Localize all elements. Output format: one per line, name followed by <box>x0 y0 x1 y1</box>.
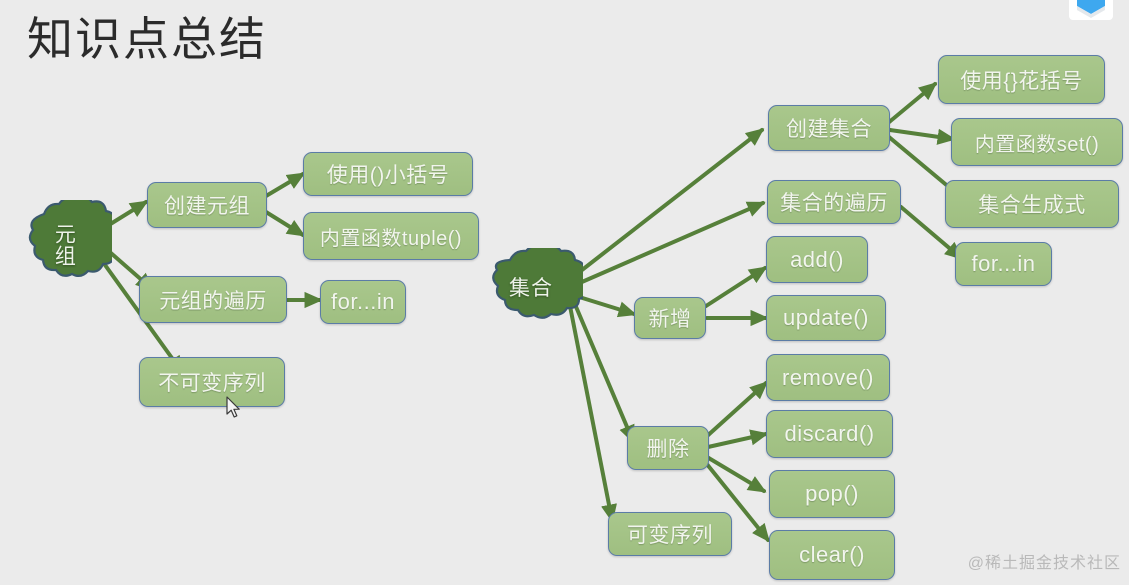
node-builtin-set[interactable]: 内置函数set() <box>951 118 1123 166</box>
node-tuple-for-in[interactable]: for...in <box>320 280 406 324</box>
node-use-braces[interactable]: 使用{}花括号 <box>938 55 1105 104</box>
root-label-set: 集合 <box>509 276 553 300</box>
node-remove-function[interactable]: remove() <box>766 354 890 401</box>
node-label: 不可变序列 <box>158 372 266 395</box>
node-update-function[interactable]: update() <box>766 295 886 341</box>
root-node-set[interactable]: 集合 <box>479 248 583 330</box>
node-set-iterate[interactable]: 集合的遍历 <box>767 180 901 224</box>
node-add-function[interactable]: add() <box>766 236 868 283</box>
node-set-for-in[interactable]: for...in <box>955 242 1052 286</box>
node-label: 集合的遍历 <box>780 192 888 215</box>
node-use-parentheses[interactable]: 使用()小括号 <box>303 152 473 196</box>
cloud-shape <box>28 200 112 278</box>
node-clear-function[interactable]: clear() <box>769 530 895 580</box>
node-label: 使用()小括号 <box>326 164 450 187</box>
node-pop-function[interactable]: pop() <box>769 470 895 518</box>
node-label: 集合生成式 <box>978 194 1086 217</box>
node-label: 元组的遍历 <box>159 289 267 313</box>
node-mutable-sequence[interactable]: 可变序列 <box>608 512 732 556</box>
page-title: 知识点总结 <box>27 13 267 65</box>
node-label: remove() <box>781 364 874 390</box>
root-node-tuple[interactable]: 元组 <box>14 200 112 290</box>
mouse-cursor <box>226 396 240 418</box>
node-discard-function[interactable]: discard() <box>766 410 893 458</box>
root-label-tuple: 元组 <box>52 223 76 267</box>
cloud-shape <box>492 248 583 319</box>
node-label: for...in <box>331 289 395 314</box>
node-builtin-tuple[interactable]: 内置函数tuple() <box>303 212 479 260</box>
node-label: update() <box>783 305 869 330</box>
node-set-comprehension[interactable]: 集合生成式 <box>945 180 1119 228</box>
node-label: 删除 <box>646 438 690 461</box>
app-icon[interactable] <box>1069 0 1113 24</box>
node-label: 新增 <box>648 308 692 331</box>
node-create-tuple[interactable]: 创建元组 <box>147 182 267 228</box>
node-label: add() <box>790 246 844 272</box>
node-label: 内置函数tuple() <box>319 227 463 250</box>
node-label: 内置函数set() <box>974 133 1100 156</box>
node-label: 使用{}花括号 <box>960 69 1083 93</box>
node-label: pop() <box>805 481 859 506</box>
node-add-group[interactable]: 新增 <box>634 297 706 339</box>
node-delete-group[interactable]: 删除 <box>627 426 709 470</box>
node-label: 创建集合 <box>786 118 872 141</box>
node-label: 创建元组 <box>164 195 250 218</box>
node-tuple-iterate[interactable]: 元组的遍历 <box>139 276 287 323</box>
node-label: clear() <box>799 542 865 567</box>
node-immutable-sequence[interactable]: 不可变序列 <box>139 357 285 407</box>
node-label: 可变序列 <box>627 524 713 547</box>
node-create-set[interactable]: 创建集合 <box>768 105 890 151</box>
node-label: discard() <box>784 421 875 446</box>
node-label: for...in <box>971 251 1036 276</box>
watermark: @稀土掘金技术社区 <box>967 555 1121 572</box>
